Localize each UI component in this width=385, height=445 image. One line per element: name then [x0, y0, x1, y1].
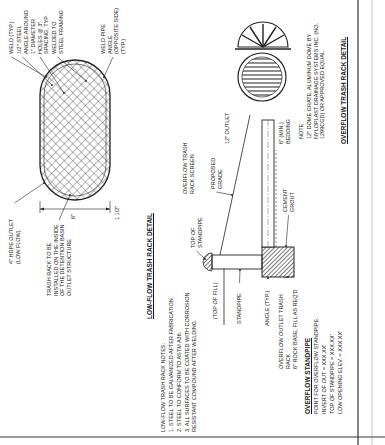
dimension-label: 1 1/2" [114, 197, 121, 221]
leader-tip [45, 76, 47, 78]
note-text: LOW-FLOW TRASH RACK NOTES: [160, 275, 167, 433]
callout-text: 4" HDPE OUTLET (LOW FLOW) [8, 205, 21, 265]
leader-line [15, 183, 45, 203]
callout-text: OVERFLOW TRASH RACK SCREEN [182, 140, 195, 195]
detail-title: OVERFLOW TRASH RACK DETAIL [340, 15, 348, 145]
dimension-label: 6" [70, 210, 77, 220]
leader-line [285, 277, 289, 278]
callout-text: ANGLE (TYP.) [264, 281, 271, 327]
callout-text: 12" OUTLET [224, 105, 231, 145]
callout-text: TOP OF STANDPIPE [190, 199, 203, 249]
callout-text: 1" DIAMETER HOLES @ 3" SPACING, TYP. [30, 5, 50, 55]
callout-text: WELD (TYP.) [8, 5, 15, 55]
callout-text: (TOP OF FILL) [212, 270, 219, 320]
callout-text: STANDPIPE [236, 285, 243, 325]
leader-line [40, 57, 64, 93]
leader-line [197, 251, 206, 259]
note-text: NOTE: [298, 15, 305, 140]
leader-line [59, 195, 70, 220]
callout-text: 6" ROCK BASE, FILL AS REQ'D [292, 280, 299, 370]
note-text: INVERT OF OUT = XXX.XX' [321, 295, 328, 415]
leader-line [104, 57, 113, 77]
callout-text: OVERFLOW OUTLET TRASH RACK [278, 280, 291, 370]
leader-line [239, 270, 241, 283]
callout-text: WELD PIPE ANGLE (OPPOSITE SIDE) (TYP.) [100, 5, 126, 55]
leader-tip [287, 276, 289, 278]
leader-line [286, 215, 289, 246]
leader-tip [63, 92, 65, 94]
leader-tip [51, 84, 53, 86]
leader-tip [103, 76, 105, 78]
leader-tip [231, 194, 233, 196]
note-text: 1. STEEL TO BE GALVANIZED AFTER FABRICAT… [168, 275, 175, 433]
note-text: 12" DOME GRATE, ALUMINUM DOME BY NYLOPLA… [306, 15, 326, 140]
leader-line [58, 57, 87, 81]
callout-text: 1/2" STEEL ANGLE AROUND [16, 5, 29, 55]
leader-tip [69, 194, 71, 196]
note-text: LOW OPENING ELEV. = XXX.XX' [337, 295, 344, 415]
callout-text: CEMENT GROUT [282, 168, 295, 213]
leader-tip [43, 182, 45, 184]
leader-line [217, 192, 233, 195]
leader-tip [204, 258, 206, 260]
leader-tip [267, 277, 269, 279]
note-text: 3. ALL SURFACES TO BE COATED WITH CORROS… [184, 275, 197, 433]
leader-line [267, 278, 269, 279]
leader-tip [239, 269, 241, 271]
callout-text: 6" (MIN.) BEDDING [278, 105, 291, 145]
note-text: 2. STEEL TO CONFORM TO ASTM A36. [176, 275, 183, 433]
leader-line [23, 57, 53, 85]
detail-title: LOW-FLOW TRASH RACK DETAIL [146, 180, 154, 320]
callout-text: WELDED TO STEEL FRAMING [51, 5, 64, 55]
leader-tip [85, 80, 87, 82]
detail-title: OVERFLOW STANDPIPE [304, 295, 312, 415]
note-text: POINT FOR OVERFLOW STANDPIPE: [313, 295, 320, 415]
callout-text: TRASH RACK TO BE INSTALLED ON THE INSIDE… [46, 222, 72, 297]
note-text: TOP OF STANDPIPE = XXX.XX' [329, 295, 336, 415]
callout-text: PROPOSED GRADE [210, 145, 223, 190]
leader-tip [285, 245, 287, 247]
